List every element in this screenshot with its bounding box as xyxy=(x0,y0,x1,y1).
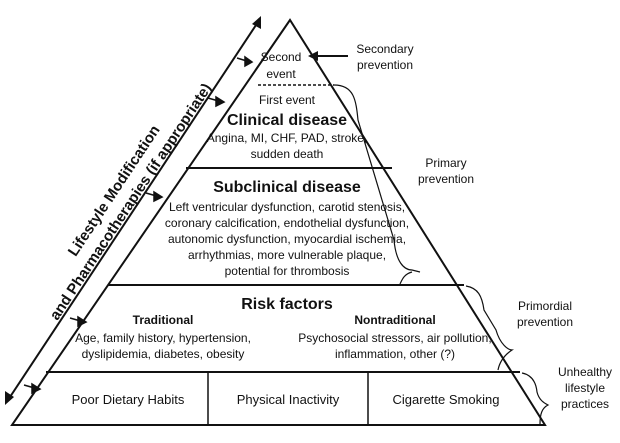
primordial-label-1: Primordial xyxy=(518,299,572,313)
clinical-disease-title: Clinical disease xyxy=(227,112,347,129)
primary-label-2: prevention xyxy=(418,172,474,186)
primary-label-1: Primary xyxy=(425,156,466,170)
second-event-line-1: Second xyxy=(261,50,302,64)
unhealthy-label-3: practices xyxy=(561,397,609,411)
subclinical-line-4: arrhythmias, more vulnerable plaque, xyxy=(188,248,386,262)
primary-brace-inner xyxy=(399,271,413,285)
primary-brace xyxy=(333,84,421,273)
left-arrow-line xyxy=(7,21,259,401)
primordial-brace xyxy=(465,285,514,371)
unhealthy-label-2: lifestyle xyxy=(565,381,605,395)
clinical-disease-line-2: sudden death xyxy=(251,147,324,161)
secondary-arrow-head xyxy=(308,51,318,61)
secondary-label-1: Secondary xyxy=(356,42,413,56)
primordial-label-2: prevention xyxy=(517,315,573,329)
nontraditional-heading: Nontraditional xyxy=(354,313,435,327)
pyramid-outline xyxy=(10,18,547,426)
risk-factors-title: Risk factors xyxy=(241,296,333,313)
subclinical-line-5: potential for thrombosis xyxy=(225,264,350,278)
second-event-line-2: event xyxy=(266,67,296,81)
nontraditional-line-1: Psychosocial stressors, air pollution, xyxy=(298,331,491,345)
base-physical-inactivity: Physical Inactivity xyxy=(237,392,340,407)
unhealthy-label-1: Unhealthy xyxy=(558,365,612,379)
base-cigarette-smoking: Cigarette Smoking xyxy=(393,392,500,407)
nontraditional-line-2: inflammation, other (?) xyxy=(335,347,455,361)
subclinical-disease-title: Subclinical disease xyxy=(213,179,361,196)
left-arrow-head-bottom xyxy=(5,391,14,405)
traditional-heading: Traditional xyxy=(133,313,194,327)
first-event-label: First event xyxy=(259,93,316,107)
unhealthy-brace xyxy=(521,372,550,425)
tier-arrows xyxy=(23,55,254,395)
traditional-line-1: Age, family history, hypertension, xyxy=(75,331,251,345)
subclinical-line-1: Left ventricular dysfunction, carotid st… xyxy=(169,200,405,214)
subclinical-line-3: autonomic dysfunction, myocardial ischem… xyxy=(168,232,406,246)
left-arrow-head-top xyxy=(252,16,261,29)
secondary-label-2: prevention xyxy=(357,58,413,72)
base-poor-dietary-habits: Poor Dietary Habits xyxy=(72,392,185,407)
traditional-line-2: dyslipidemia, diabetes, obesity xyxy=(82,347,245,361)
clinical-disease-line-1: Angina, MI, CHF, PAD, stroke, xyxy=(207,131,368,145)
subclinical-line-2: coronary calcification, endothelial dysf… xyxy=(165,216,409,230)
